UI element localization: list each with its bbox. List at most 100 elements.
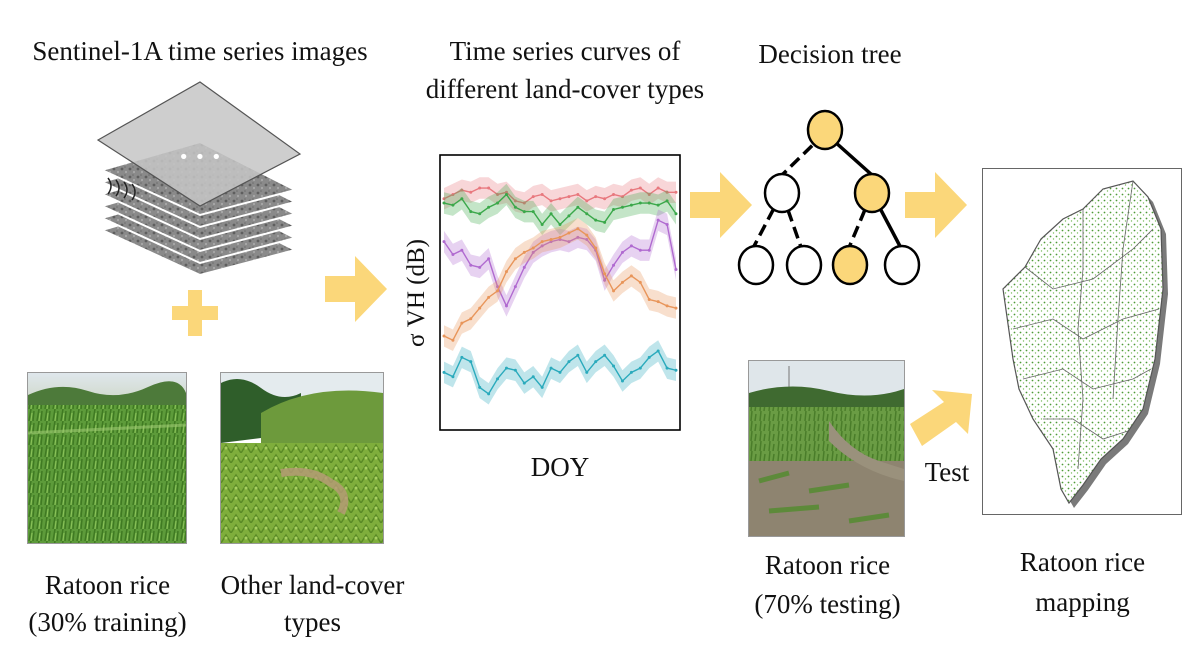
- series-3-point: [504, 270, 508, 274]
- ratoon-rice-testing-photo: [748, 360, 905, 537]
- series-0-point: [647, 192, 651, 196]
- series-3-point: [638, 280, 642, 284]
- series-2-point: [638, 248, 642, 252]
- mapping-label-line2: mapping: [1035, 587, 1130, 617]
- series-0-point: [576, 192, 580, 196]
- series-1-point: [647, 201, 651, 205]
- series-4-point: [469, 360, 473, 364]
- series-2-point: [656, 218, 660, 222]
- series-0-point: [442, 197, 446, 201]
- series-1-point: [674, 212, 678, 216]
- image-stack: [96, 81, 302, 277]
- series-3-point: [522, 250, 526, 254]
- sentinel-title: Sentinel-1A time series images: [32, 36, 368, 66]
- series-2-point: [487, 257, 491, 261]
- series-3-point: [540, 240, 544, 244]
- series-1-point: [442, 201, 446, 205]
- series-0-band: [444, 177, 676, 214]
- tree-leaf-2: [785, 244, 823, 286]
- series-1-point: [594, 218, 598, 222]
- tree-node-left: [763, 172, 801, 214]
- series-3-point: [567, 231, 571, 235]
- series-0-point: [612, 192, 616, 196]
- ratoon-training-label-line1: Ratoon rice: [44, 570, 171, 600]
- ratoon-rice-training-photo: [27, 372, 187, 544]
- series-3-point: [469, 317, 473, 321]
- series-0-point: [496, 192, 500, 196]
- series-4-point: [478, 385, 482, 389]
- series-3-point: [496, 289, 500, 293]
- series-2-point: [620, 250, 624, 254]
- series-0-point: [549, 199, 553, 203]
- series-1-point: [451, 203, 455, 207]
- series-2-point: [531, 250, 535, 254]
- series-3-point: [603, 272, 607, 276]
- series-0-point: [513, 199, 517, 203]
- y-axis-label: σ VH (dB): [403, 239, 430, 347]
- curves-title-line1: Time series curves of: [449, 36, 681, 66]
- tree-leaf-4: [883, 244, 921, 286]
- ratoon-testing-label-line2: (70% testing): [754, 589, 901, 619]
- tree-leaf-3: [831, 244, 869, 286]
- series-3-point: [487, 295, 491, 299]
- series-4-point: [531, 375, 535, 379]
- series-0-point: [522, 201, 526, 205]
- series-4-point: [549, 366, 553, 370]
- series-4-point: [665, 366, 669, 370]
- series-3-point: [585, 233, 589, 237]
- series-4-point: [451, 375, 455, 379]
- series-2-point: [665, 222, 669, 226]
- series-3-point: [478, 306, 482, 310]
- ratoon-rice-map-frame: [982, 168, 1182, 515]
- series-4-point: [558, 370, 562, 374]
- map-boundaries: [1012, 180, 1160, 470]
- series-1-point: [478, 212, 482, 216]
- series-4-point: [674, 368, 678, 372]
- series-3-point: [647, 298, 651, 302]
- tree-node-root: [806, 109, 844, 151]
- series-0-point: [478, 186, 482, 190]
- series-2-point: [451, 252, 455, 256]
- series-2-point: [478, 265, 482, 269]
- time-series-chart: σ VH (dB): [403, 154, 681, 431]
- test-label: Test: [924, 457, 970, 487]
- series-0-point: [638, 186, 642, 190]
- series-3-point: [629, 274, 633, 278]
- series-3-point: [549, 237, 553, 241]
- tree-leaf-1: [737, 244, 775, 286]
- series-2-point: [442, 240, 446, 244]
- series-4-point: [594, 360, 598, 364]
- series-1-point: [620, 205, 624, 209]
- series-0-point: [656, 186, 660, 190]
- series-4-point: [576, 353, 580, 357]
- series-1-point: [665, 199, 669, 203]
- series-4-point: [638, 366, 642, 370]
- series-2-point: [504, 304, 508, 308]
- series-2-point: [460, 248, 464, 252]
- ratoon-training-label-line2: (30% training): [28, 607, 187, 637]
- series-1-point: [567, 214, 571, 218]
- arrow-to-map-icon: [905, 172, 967, 238]
- series-4-point: [540, 385, 544, 389]
- series-2-point: [567, 240, 571, 244]
- series-0-point: [620, 195, 624, 199]
- other-land-cover-label-line1: Other land-cover: [220, 570, 405, 600]
- series-1-point: [638, 201, 642, 205]
- series-1-point: [585, 212, 589, 216]
- series-3-point: [665, 304, 669, 308]
- series-1-point: [540, 222, 544, 226]
- other-land-cover-photo: [220, 372, 384, 544]
- arrow-to-tree-icon: [690, 172, 752, 238]
- tree-node-right: [853, 172, 891, 214]
- series-1-point: [469, 210, 473, 214]
- series-4-point: [496, 377, 500, 381]
- series-0-point: [540, 192, 544, 196]
- rice-field-image: [28, 373, 186, 543]
- series-4-point: [442, 370, 446, 374]
- series-2-point: [674, 267, 678, 271]
- series-2-point: [585, 237, 589, 241]
- plot-frame: [439, 154, 681, 431]
- series-4-point: [504, 366, 508, 370]
- series-0-point: [674, 190, 678, 194]
- series-0-point: [585, 199, 589, 203]
